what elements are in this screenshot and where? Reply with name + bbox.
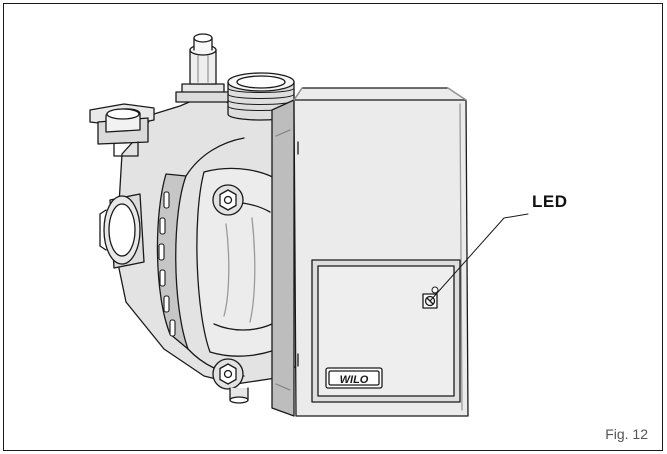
housing-bolts <box>212 184 249 404</box>
threaded-outlet <box>227 72 295 121</box>
pump-illustration: WILO <box>89 33 529 417</box>
figure-frame: WILO LED Fig. 12 <box>3 3 663 451</box>
led-callout-label: LED <box>532 192 568 211</box>
svg-text:WILO: WILO <box>340 374 369 386</box>
bleed-valve <box>175 33 231 103</box>
figure-caption: Fig. 12 <box>605 426 648 442</box>
pump-housing <box>115 91 303 385</box>
wilo-logo: WILO <box>325 367 383 389</box>
inlet-connector-upper <box>89 103 155 157</box>
control-module: WILO <box>271 87 469 417</box>
led-leader-line <box>429 213 529 302</box>
side-port <box>99 193 145 269</box>
